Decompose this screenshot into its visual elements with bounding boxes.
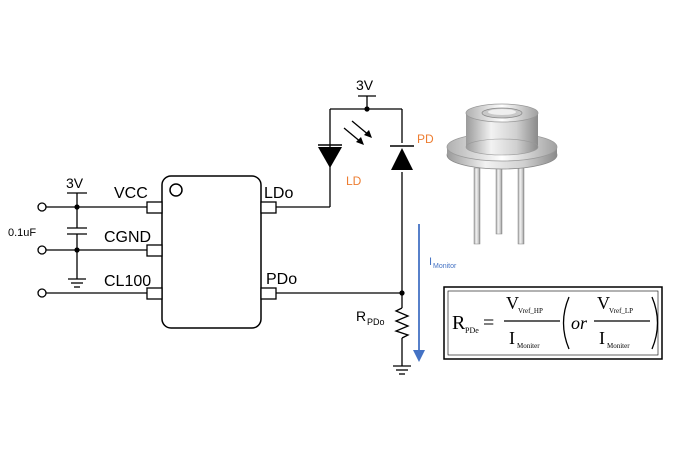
formula-num1-main: V: [506, 293, 519, 313]
resistor-label-sub: PDo: [367, 317, 385, 327]
ld-label: LD: [346, 174, 362, 188]
ic-body: [161, 175, 262, 329]
formula-num2-sub: Vref_LP: [609, 307, 633, 315]
pin-ldo: [260, 201, 277, 214]
emission-arrowhead-1: [356, 137, 364, 145]
pin-pdo: [260, 287, 277, 300]
formula-eq: =: [483, 312, 494, 334]
input-terminals: [37, 202, 47, 298]
formula-den1-sub: Moniter: [517, 342, 540, 350]
pd-label: PD: [417, 132, 434, 146]
junction-pdo: [399, 290, 405, 296]
label-cgnd: CGND: [104, 229, 151, 246]
pin-cgnd: [146, 244, 163, 257]
formula-den2-main: I: [599, 328, 605, 348]
formula-num2-main: V: [597, 293, 610, 313]
imonitor-label-sub: Monitor: [433, 263, 457, 270]
resistor-label-main: R: [356, 308, 366, 324]
supply-top-label: 3V: [356, 77, 374, 93]
left-wiring: [46, 192, 147, 294]
pd-diode: [390, 145, 414, 170]
formula-den2-sub: Moniter: [607, 342, 630, 350]
formula-lhs-main: R: [452, 312, 466, 334]
label-cl100: CL100: [104, 273, 151, 290]
pin-vcc: [146, 201, 163, 214]
label-vcc: VCC: [114, 185, 148, 202]
ld-emission-arrows: [343, 120, 371, 144]
resistor-rpdo: [394, 307, 410, 339]
right-wiring: [276, 95, 411, 375]
imonitor-label-main: I: [429, 256, 432, 268]
formula-num1-sub: Vref_HP: [518, 307, 543, 315]
junction-vcc: [74, 204, 80, 210]
imonitor-arrowhead: [413, 350, 425, 362]
label-pdo: PDo: [266, 271, 297, 288]
paren-right: [651, 296, 659, 350]
capacitor-label: 0.1uF: [8, 227, 36, 239]
supply-left-label: 3V: [66, 175, 84, 191]
formula-or: or: [571, 313, 588, 333]
to-can-package-illustration: [446, 103, 558, 245]
ld-diode: [318, 144, 342, 168]
formula-lhs-sub: PDe: [465, 326, 479, 335]
emission-arrowhead-2: [364, 130, 372, 138]
formula-box: [443, 286, 663, 360]
junction-supply: [364, 106, 370, 112]
junction-cgnd: [74, 247, 80, 253]
pin1-marker: [169, 183, 183, 197]
paren-left: [562, 296, 570, 350]
formula: R PDe = V Vref_HP I Moniter or V Vref_LP…: [452, 293, 659, 350]
label-ldo: LDo: [264, 185, 293, 202]
formula-den1-main: I: [509, 328, 515, 348]
